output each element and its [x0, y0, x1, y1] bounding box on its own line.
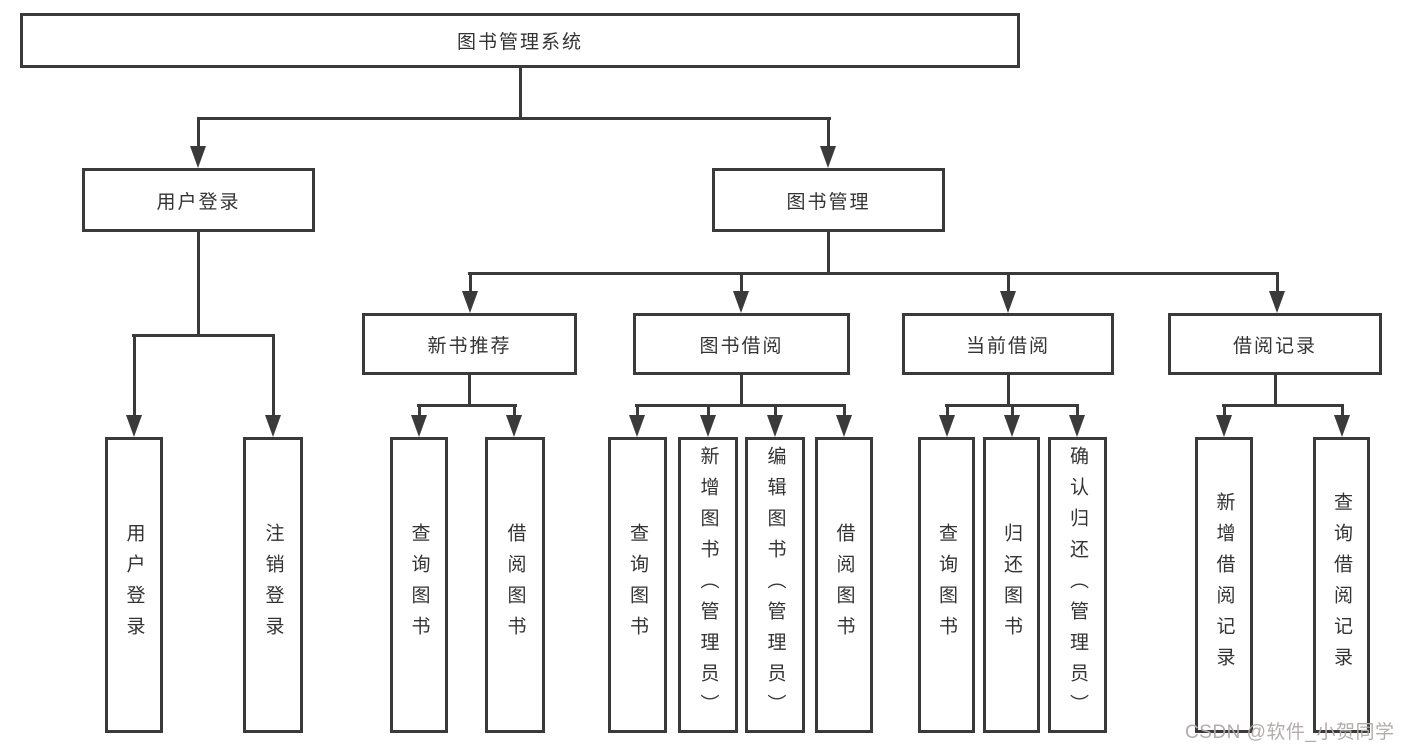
node-leaf-edit-book-admin: 编辑图书（管理员）	[745, 437, 805, 733]
connector-v-line	[1274, 375, 1277, 407]
node-leaf-add-book-admin-label: 新增图书（管理员）	[697, 445, 719, 725]
node-new-book-recommend-label: 新书推荐	[427, 335, 512, 357]
connector-arrow-down	[190, 146, 206, 168]
node-leaf-query-borrow-record: 查询借阅记录	[1313, 437, 1370, 733]
node-root-label: 图书管理系统	[456, 32, 583, 53]
node-leaf-add-book-admin: 新增图书（管理员）	[678, 437, 738, 733]
connector-arrow-down	[767, 415, 783, 437]
connector-v-line	[636, 404, 639, 417]
node-book-borrow: 图书借阅	[633, 313, 850, 375]
connector-arrow-down	[733, 291, 749, 313]
node-leaf-return-books: 归还图书	[983, 437, 1040, 733]
connector-v-line	[1076, 404, 1079, 417]
node-leaf-borrow-books-recommend-label: 借阅图书	[504, 523, 526, 647]
node-leaf-query-books-recommend: 查询图书	[390, 437, 448, 733]
node-root: 图书管理系统	[20, 13, 1020, 68]
connector-v-line	[827, 232, 830, 275]
connector-h-line	[197, 117, 831, 120]
node-leaf-confirm-return-admin-label: 确认归还（管理员）	[1067, 445, 1088, 725]
node-leaf-query-books-borrow: 查询图书	[608, 437, 667, 733]
node-leaf-add-borrow-record-label: 新增借阅记录	[1213, 492, 1235, 678]
connector-v-line	[946, 404, 949, 417]
connector-v-line	[1007, 375, 1010, 407]
node-leaf-query-books-current: 查询图书	[918, 437, 975, 733]
node-book-borrow-label: 图书借阅	[699, 335, 784, 357]
connector-arrow-down	[629, 415, 645, 437]
connector-v-line	[1341, 404, 1344, 417]
node-current-borrow: 当前借阅	[902, 313, 1114, 375]
connector-v-line	[519, 67, 522, 119]
node-book-management: 图书管理	[712, 168, 945, 232]
connector-v-line	[707, 404, 710, 417]
connector-v-line	[133, 334, 136, 417]
connector-v-line	[197, 117, 200, 148]
node-borrow-records: 借阅记录	[1168, 313, 1382, 375]
connector-v-line	[272, 334, 275, 417]
connector-h-line	[132, 334, 275, 337]
connector-v-line	[1276, 272, 1279, 293]
connector-h-line	[635, 404, 846, 407]
node-leaf-user-login-label: 用户登录	[123, 523, 145, 647]
node-leaf-query-books-current-label: 查询图书	[936, 523, 957, 647]
node-new-book-recommend: 新书推荐	[362, 313, 577, 375]
connector-h-line	[417, 404, 517, 407]
connector-v-line	[843, 404, 846, 417]
connector-arrow-down	[411, 415, 427, 437]
node-user-login: 用户登录	[82, 168, 315, 232]
node-leaf-borrow-books: 借阅图书	[815, 437, 873, 733]
node-leaf-query-books-recommend-label: 查询图书	[408, 523, 430, 647]
connector-arrow-down	[1069, 415, 1085, 437]
connector-arrow-down	[1000, 291, 1016, 313]
node-leaf-add-borrow-record: 新增借阅记录	[1195, 437, 1253, 733]
node-borrow-records-label: 借阅记录	[1232, 335, 1317, 357]
node-current-borrow-label: 当前借阅	[965, 335, 1050, 357]
node-leaf-query-borrow-record-label: 查询借阅记录	[1331, 492, 1352, 678]
connector-arrow-down	[939, 415, 955, 437]
node-leaf-borrow-books-recommend: 借阅图书	[485, 437, 545, 733]
connector-v-line	[197, 232, 200, 337]
node-leaf-query-books-borrow-label: 查询图书	[627, 523, 648, 647]
node-leaf-return-books-label: 归还图书	[1001, 523, 1022, 647]
connector-arrow-down	[126, 415, 142, 437]
connector-arrow-down	[700, 415, 716, 437]
connector-arrow-down	[836, 415, 852, 437]
connector-v-line	[774, 404, 777, 417]
connector-v-line	[418, 404, 421, 417]
connector-v-line	[1007, 272, 1010, 293]
connector-h-line	[468, 272, 1279, 275]
connector-v-line	[827, 117, 830, 148]
node-leaf-user-login: 用户登录	[105, 437, 163, 733]
node-leaf-logout-login: 注销登录	[243, 437, 303, 733]
connector-arrow-down	[1334, 415, 1350, 437]
connector-v-line	[740, 272, 743, 293]
connector-v-line	[513, 404, 516, 417]
connector-v-line	[740, 375, 743, 407]
watermark: CSDN @软件_小贺同学	[1185, 722, 1395, 743]
node-leaf-edit-book-admin-label: 编辑图书（管理员）	[764, 445, 786, 725]
connector-v-line	[468, 375, 471, 407]
connector-v-line	[1223, 404, 1226, 417]
connector-arrow-down	[820, 146, 836, 168]
connector-arrow-down	[265, 415, 281, 437]
connector-arrow-down	[506, 415, 522, 437]
connector-v-line	[1011, 404, 1014, 417]
node-leaf-logout-login-label: 注销登录	[262, 523, 284, 647]
connector-arrow-down	[1269, 291, 1285, 313]
node-leaf-confirm-return-admin: 确认归还（管理员）	[1048, 437, 1107, 733]
node-book-management-label: 图书管理	[786, 191, 871, 213]
connector-h-line	[1222, 404, 1344, 407]
connector-arrow-down	[462, 291, 478, 313]
node-user-login-label: 用户登录	[156, 191, 241, 213]
connector-arrow-down	[1216, 415, 1232, 437]
connector-arrow-down	[1004, 415, 1020, 437]
connector-v-line	[469, 272, 472, 293]
node-leaf-borrow-books-label: 借阅图书	[833, 523, 855, 647]
